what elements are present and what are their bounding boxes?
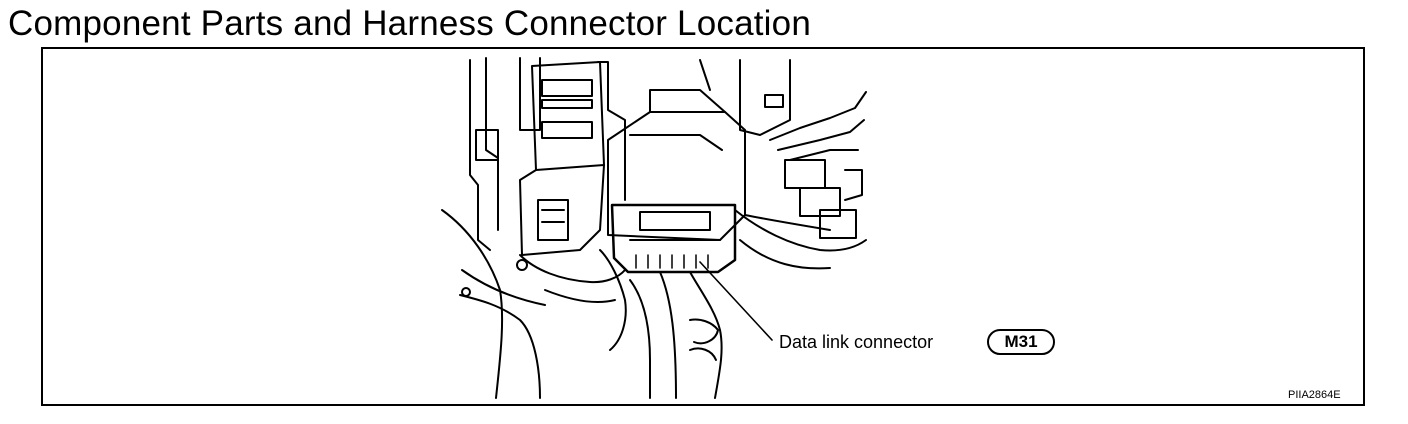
- figure-code: PIIA2864E: [1288, 389, 1341, 401]
- connector-id-badge: M31: [987, 329, 1055, 355]
- figure-frame: [41, 47, 1365, 406]
- page-title: Component Parts and Harness Connector Lo…: [8, 4, 811, 43]
- data-link-connector-label: Data link connector: [779, 332, 934, 352]
